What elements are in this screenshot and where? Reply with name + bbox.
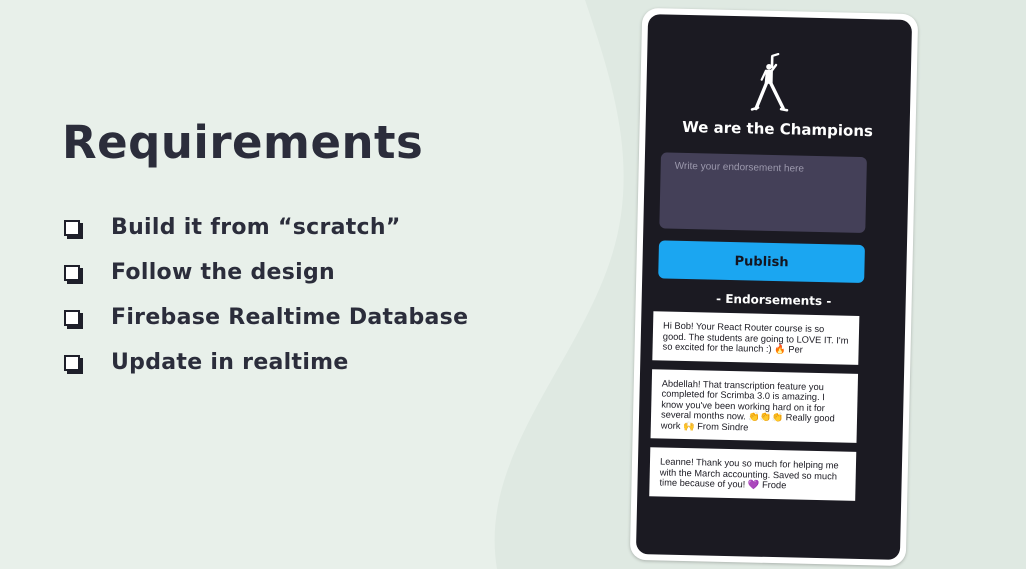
app-title: We are the Champions: [681, 117, 874, 141]
endorsement-input[interactable]: [659, 152, 867, 234]
requirement-text: Follow the design: [111, 260, 336, 285]
app-screen: We are the Champions Publish - Endorseme…: [635, 14, 913, 560]
endorsement-card: Leanne! Thank you so much for helping me…: [649, 447, 857, 501]
slide-title: Requirements: [62, 116, 424, 169]
requirement-item: Firebase Realtime Database: [64, 295, 468, 340]
requirement-text: Build it from “scratch”: [111, 215, 401, 240]
requirement-item: Build it from “scratch”: [64, 205, 468, 250]
checkbox-icon: [64, 309, 80, 326]
checkbox-icon: [64, 354, 80, 371]
endorsements-heading: - Endorsements -: [715, 291, 832, 309]
phone-mockup: We are the Champions Publish - Endorseme…: [629, 7, 919, 567]
endorsement-card: Hi Bob! Your React Router course is so g…: [652, 311, 860, 365]
endorsements-list: Hi Bob! Your React Router course is so g…: [649, 311, 860, 509]
requirement-item: Follow the design: [64, 250, 468, 295]
requirement-text: Firebase Realtime Database: [111, 305, 469, 330]
checkbox-icon: [64, 219, 80, 236]
requirement-text: Update in realtime: [111, 350, 349, 375]
freddie-mercury-silhouette-icon: [750, 52, 789, 112]
requirement-item: Update in realtime: [64, 340, 468, 385]
requirements-list: Build it from “scratch” Follow the desig…: [64, 205, 468, 385]
publish-button[interactable]: Publish: [658, 240, 865, 284]
checkbox-icon: [64, 264, 80, 281]
endorsement-card: Abdellah! That transcription feature you…: [650, 368, 859, 443]
